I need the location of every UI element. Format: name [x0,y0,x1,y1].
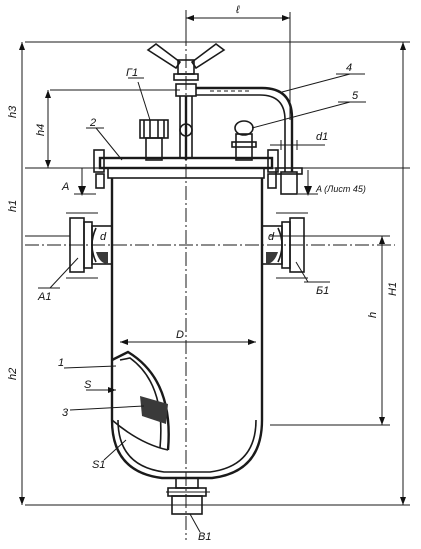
nozzle-b1 [261,212,308,279]
label-section-a-right: A (Лист 45) [315,184,366,194]
label-a1: A1 [37,291,51,303]
label-part-5: 5 [352,90,359,102]
dimension-d1 [270,140,325,150]
section-cutout [111,350,170,451]
label-H1: H1 [387,282,399,296]
label-h1: h1 [7,200,19,212]
label-g1: Г1 [126,67,138,79]
label-h2: h2 [7,368,19,380]
fitting-g1 [139,119,169,161]
bottom-outlet-v1 [166,477,210,515]
label-part-4: 4 [346,62,352,74]
label-s: S [84,379,92,391]
nozzle-a1 [66,212,113,279]
overall-dimension-lines [19,41,410,506]
label-h4: h4 [35,124,47,136]
label-d-left: d [100,231,107,243]
vessel-body [110,178,264,480]
label-b1: Б1 [316,285,329,297]
label-v1: В1 [198,531,211,543]
dimension-l: ℓ [185,4,291,120]
label-h3: h3 [7,105,19,118]
label-part-2: 2 [89,117,96,129]
lid-flange [93,149,279,189]
label-h: h [367,312,379,318]
bent-pipe [196,86,303,195]
label-s1: S1 [92,459,105,471]
label-d-right: d [268,231,275,243]
label-d1: d1 [316,131,328,143]
label-D: D [176,329,184,341]
label-part-3: 3 [62,407,69,419]
label-part-1: 1 [58,357,64,369]
label-l: ℓ [235,4,240,16]
dimension-d [120,339,256,345]
wing-nut-handle [146,43,226,160]
fitting-5 [231,120,257,161]
leader-lines [38,73,366,533]
section-arrows [74,168,318,196]
label-section-a-left: A [61,181,69,193]
